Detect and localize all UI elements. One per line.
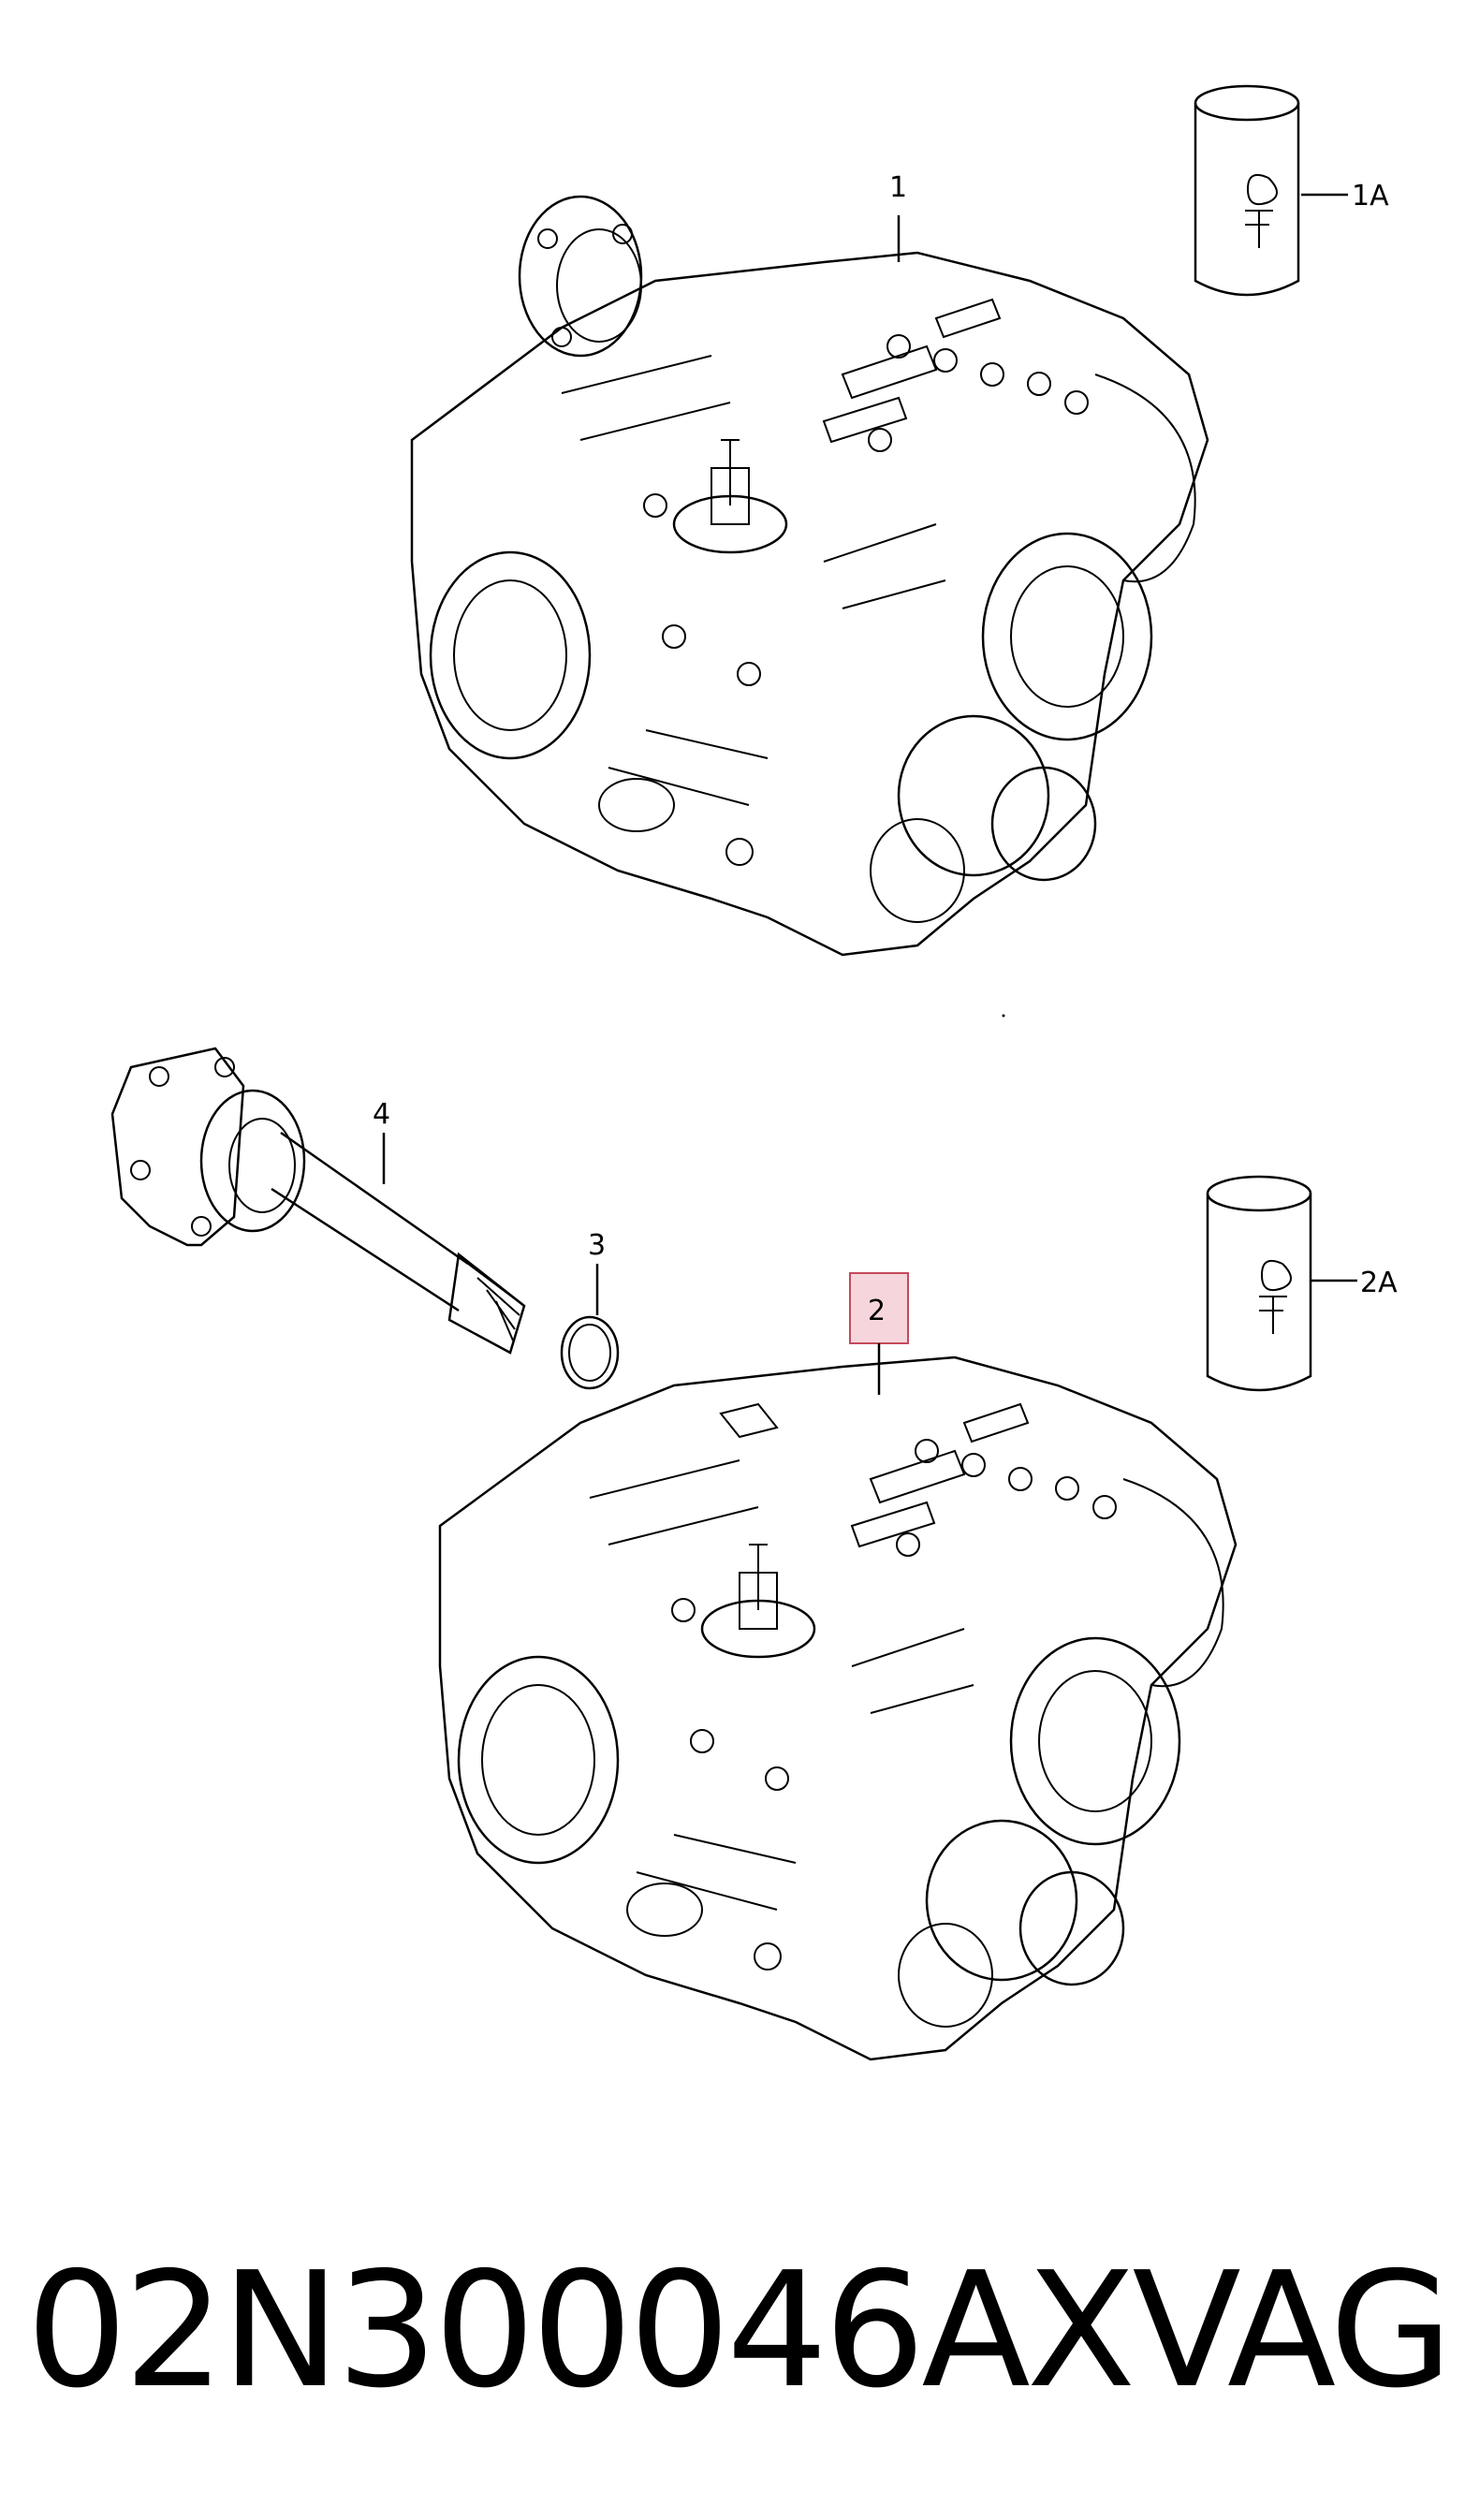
- part-caption: 02N300046AX VAG: [26, 2228, 1453, 2434]
- oil-can-icon-2: [1206, 1175, 1312, 1392]
- callout-2a: 2A: [1360, 1267, 1398, 1299]
- o-ring-drawing: [560, 1315, 620, 1390]
- callout-2-highlight[interactable]: [849, 1272, 909, 1344]
- oil-can-icon: [1194, 84, 1300, 297]
- callout-2: 2: [868, 1295, 886, 1327]
- callout-1a: 1A: [1352, 180, 1389, 212]
- gearbox-drawing-2: [438, 1355, 1238, 2061]
- part-number: 02N300046AX: [26, 2238, 1135, 2424]
- drive-shaft-drawing: [110, 1047, 526, 1355]
- callout-3: 3: [588, 1229, 606, 1262]
- callout-4: 4: [373, 1098, 390, 1131]
- brand-name: VAG: [1132, 2238, 1453, 2424]
- parts-diagram: 1A: [110, 84, 1398, 2061]
- callout-1: 1: [889, 171, 907, 204]
- gearbox-drawing-1: [410, 195, 1209, 957]
